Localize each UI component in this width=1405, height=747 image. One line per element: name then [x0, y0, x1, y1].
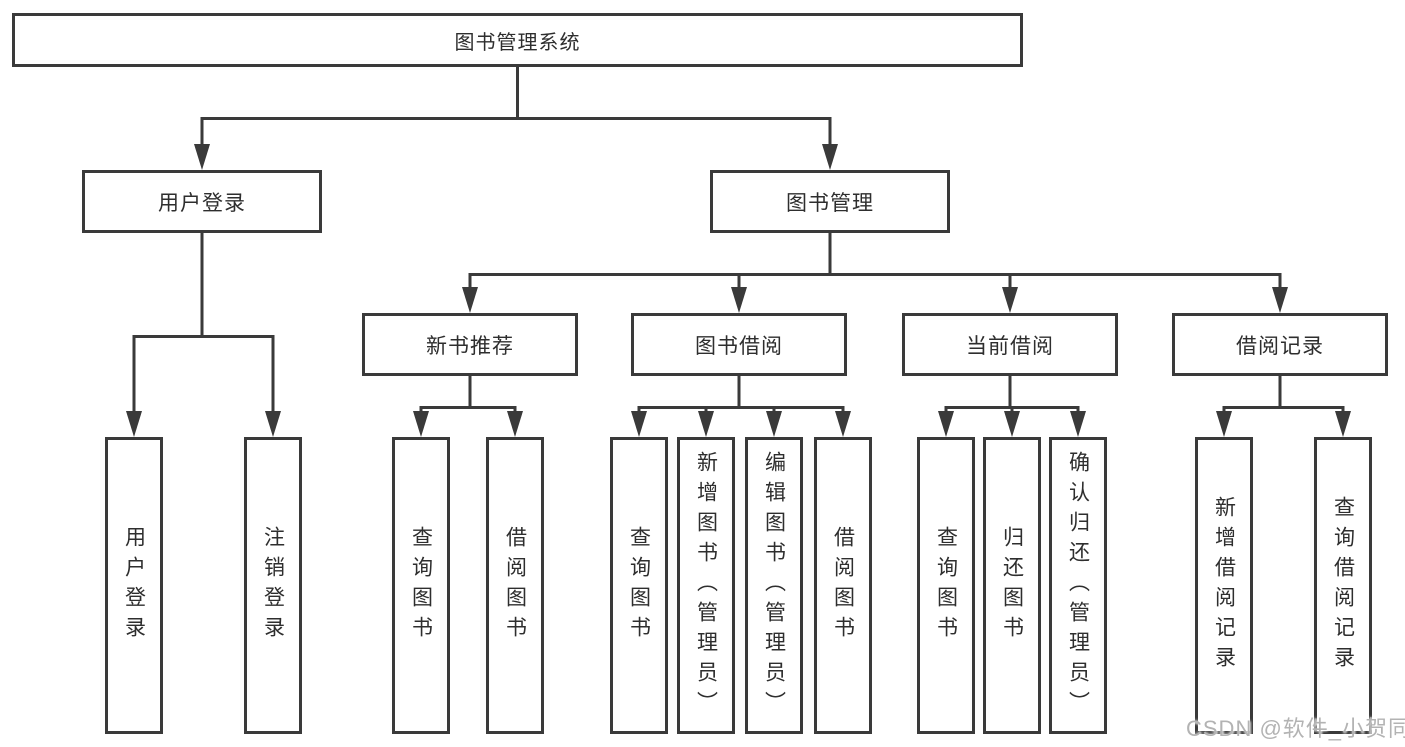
- leaf-add-borrow-record: 新增借阅记录: [1195, 437, 1253, 734]
- leaf-confirm-return-admin: 确认归还（管理员）: [1049, 437, 1107, 734]
- leaf-user-login: 用户登录: [105, 437, 163, 734]
- connector-current-borrowing-children: [938, 376, 1086, 437]
- node-book-management: 图书管理: [710, 170, 950, 233]
- csdn-watermark: CSDN @软件_小贺同学: [1186, 716, 1405, 741]
- leaf-add-borrow-record-label: 新增借阅记录: [1212, 495, 1236, 676]
- leaf-borrow-books-label: 借阅图书: [503, 525, 527, 646]
- leaf-query-borrow-record: 查询借阅记录: [1314, 437, 1372, 734]
- node-new-book-recommend-label: 新书推荐: [426, 334, 514, 358]
- leaf-add-books-admin: 新增图书（管理员）: [677, 437, 735, 734]
- leaf-return-books-label: 归还图书: [1000, 525, 1024, 646]
- node-current-borrowing-label: 当前借阅: [966, 334, 1054, 358]
- leaf-query-books-label: 查询图书: [409, 525, 433, 646]
- leaf-confirm-return-admin-label: 确认归还（管理员）: [1066, 450, 1090, 721]
- node-user-login-label: 用户登录: [158, 191, 246, 215]
- leaf-logout: 注销登录: [244, 437, 302, 734]
- connector-new-book-recommend-children: [413, 376, 523, 437]
- connector-user-login-children: [126, 233, 281, 437]
- leaf-borrow-books: 借阅图书: [486, 437, 544, 734]
- connector-root-to-level2: [194, 66, 838, 170]
- node-book-borrowing-label: 图书借阅: [695, 334, 783, 358]
- leaf-logout-label: 注销登录: [261, 525, 285, 646]
- leaf-borrow-books: 借阅图书: [814, 437, 872, 734]
- node-current-borrowing: 当前借阅: [902, 313, 1118, 376]
- node-book-management-label: 图书管理: [786, 191, 874, 215]
- leaf-query-books: 查询图书: [917, 437, 975, 734]
- connector-borrowing-records-children: [1216, 376, 1351, 437]
- leaf-query-books: 查询图书: [610, 437, 668, 734]
- leaf-borrow-books-label: 借阅图书: [831, 525, 855, 646]
- node-user-login: 用户登录: [82, 170, 322, 233]
- connector-book-borrowing-children: [631, 376, 851, 437]
- node-root-label: 图书管理系统: [454, 31, 581, 54]
- leaf-return-books: 归还图书: [983, 437, 1041, 734]
- leaf-query-books-label: 查询图书: [627, 525, 651, 646]
- leaf-query-borrow-record-label: 查询借阅记录: [1331, 495, 1355, 676]
- node-borrowing-records-label: 借阅记录: [1236, 334, 1324, 358]
- leaf-edit-books-admin: 编辑图书（管理员）: [745, 437, 803, 734]
- leaf-user-login-label: 用户登录: [122, 525, 146, 646]
- leaf-add-books-admin-label: 新增图书（管理员）: [694, 450, 718, 721]
- node-book-borrowing: 图书借阅: [631, 313, 847, 376]
- node-borrowing-records: 借阅记录: [1172, 313, 1388, 376]
- node-new-book-recommend: 新书推荐: [362, 313, 578, 376]
- leaf-edit-books-admin-label: 编辑图书（管理员）: [762, 450, 786, 721]
- leaf-query-books-label: 查询图书: [934, 525, 958, 646]
- leaf-query-books: 查询图书: [392, 437, 450, 734]
- node-root: 图书管理系统: [12, 13, 1023, 67]
- connector-book-management-children: [462, 233, 1288, 313]
